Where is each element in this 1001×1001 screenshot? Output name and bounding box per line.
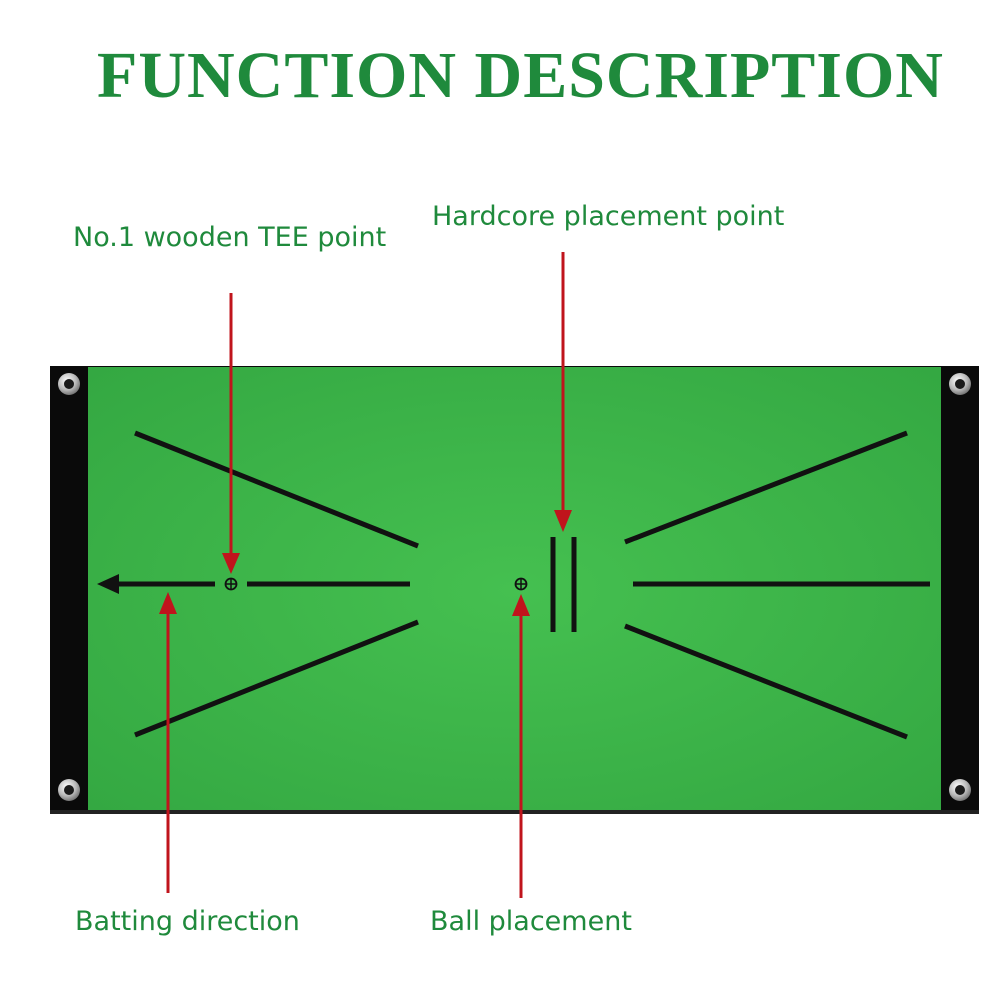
grommet-bottom-left-icon	[58, 779, 80, 801]
pointer-arrows	[159, 252, 572, 898]
golf-mat	[50, 366, 979, 814]
pointer-arrow-batting-icon	[159, 592, 177, 893]
grommet-bottom-right-icon	[949, 779, 971, 801]
label-hardcore-placement-point: Hardcore placement point	[432, 201, 785, 232]
guide-line-left-lower	[134, 619, 419, 738]
guide-line-left-upper	[134, 430, 419, 549]
label-batting-direction: Batting direction	[75, 906, 300, 937]
pointer-arrow-ball-icon	[512, 594, 530, 898]
ball-marker-icon	[514, 577, 528, 591]
grommets	[58, 373, 971, 801]
batting-direction-arrow-icon	[97, 574, 215, 594]
grommet-top-left-icon	[58, 373, 80, 395]
label-ball-placement: Ball placement	[430, 906, 632, 937]
guide-line-right-lower	[624, 623, 908, 740]
label-tee-point: No.1 wooden TEE point	[73, 222, 387, 253]
page-title: FUNCTION DESCRIPTION	[97, 39, 944, 112]
guide-line-right-upper	[624, 430, 908, 545]
mat-turf	[88, 367, 941, 813]
pointer-arrow-hardcore-icon	[554, 252, 572, 532]
mat-bottom-edge	[50, 810, 979, 814]
pointer-arrow-tee-icon	[222, 293, 240, 574]
guide-lines	[134, 430, 930, 740]
tee-marker-icon	[224, 577, 238, 591]
grommet-top-right-icon	[949, 373, 971, 395]
